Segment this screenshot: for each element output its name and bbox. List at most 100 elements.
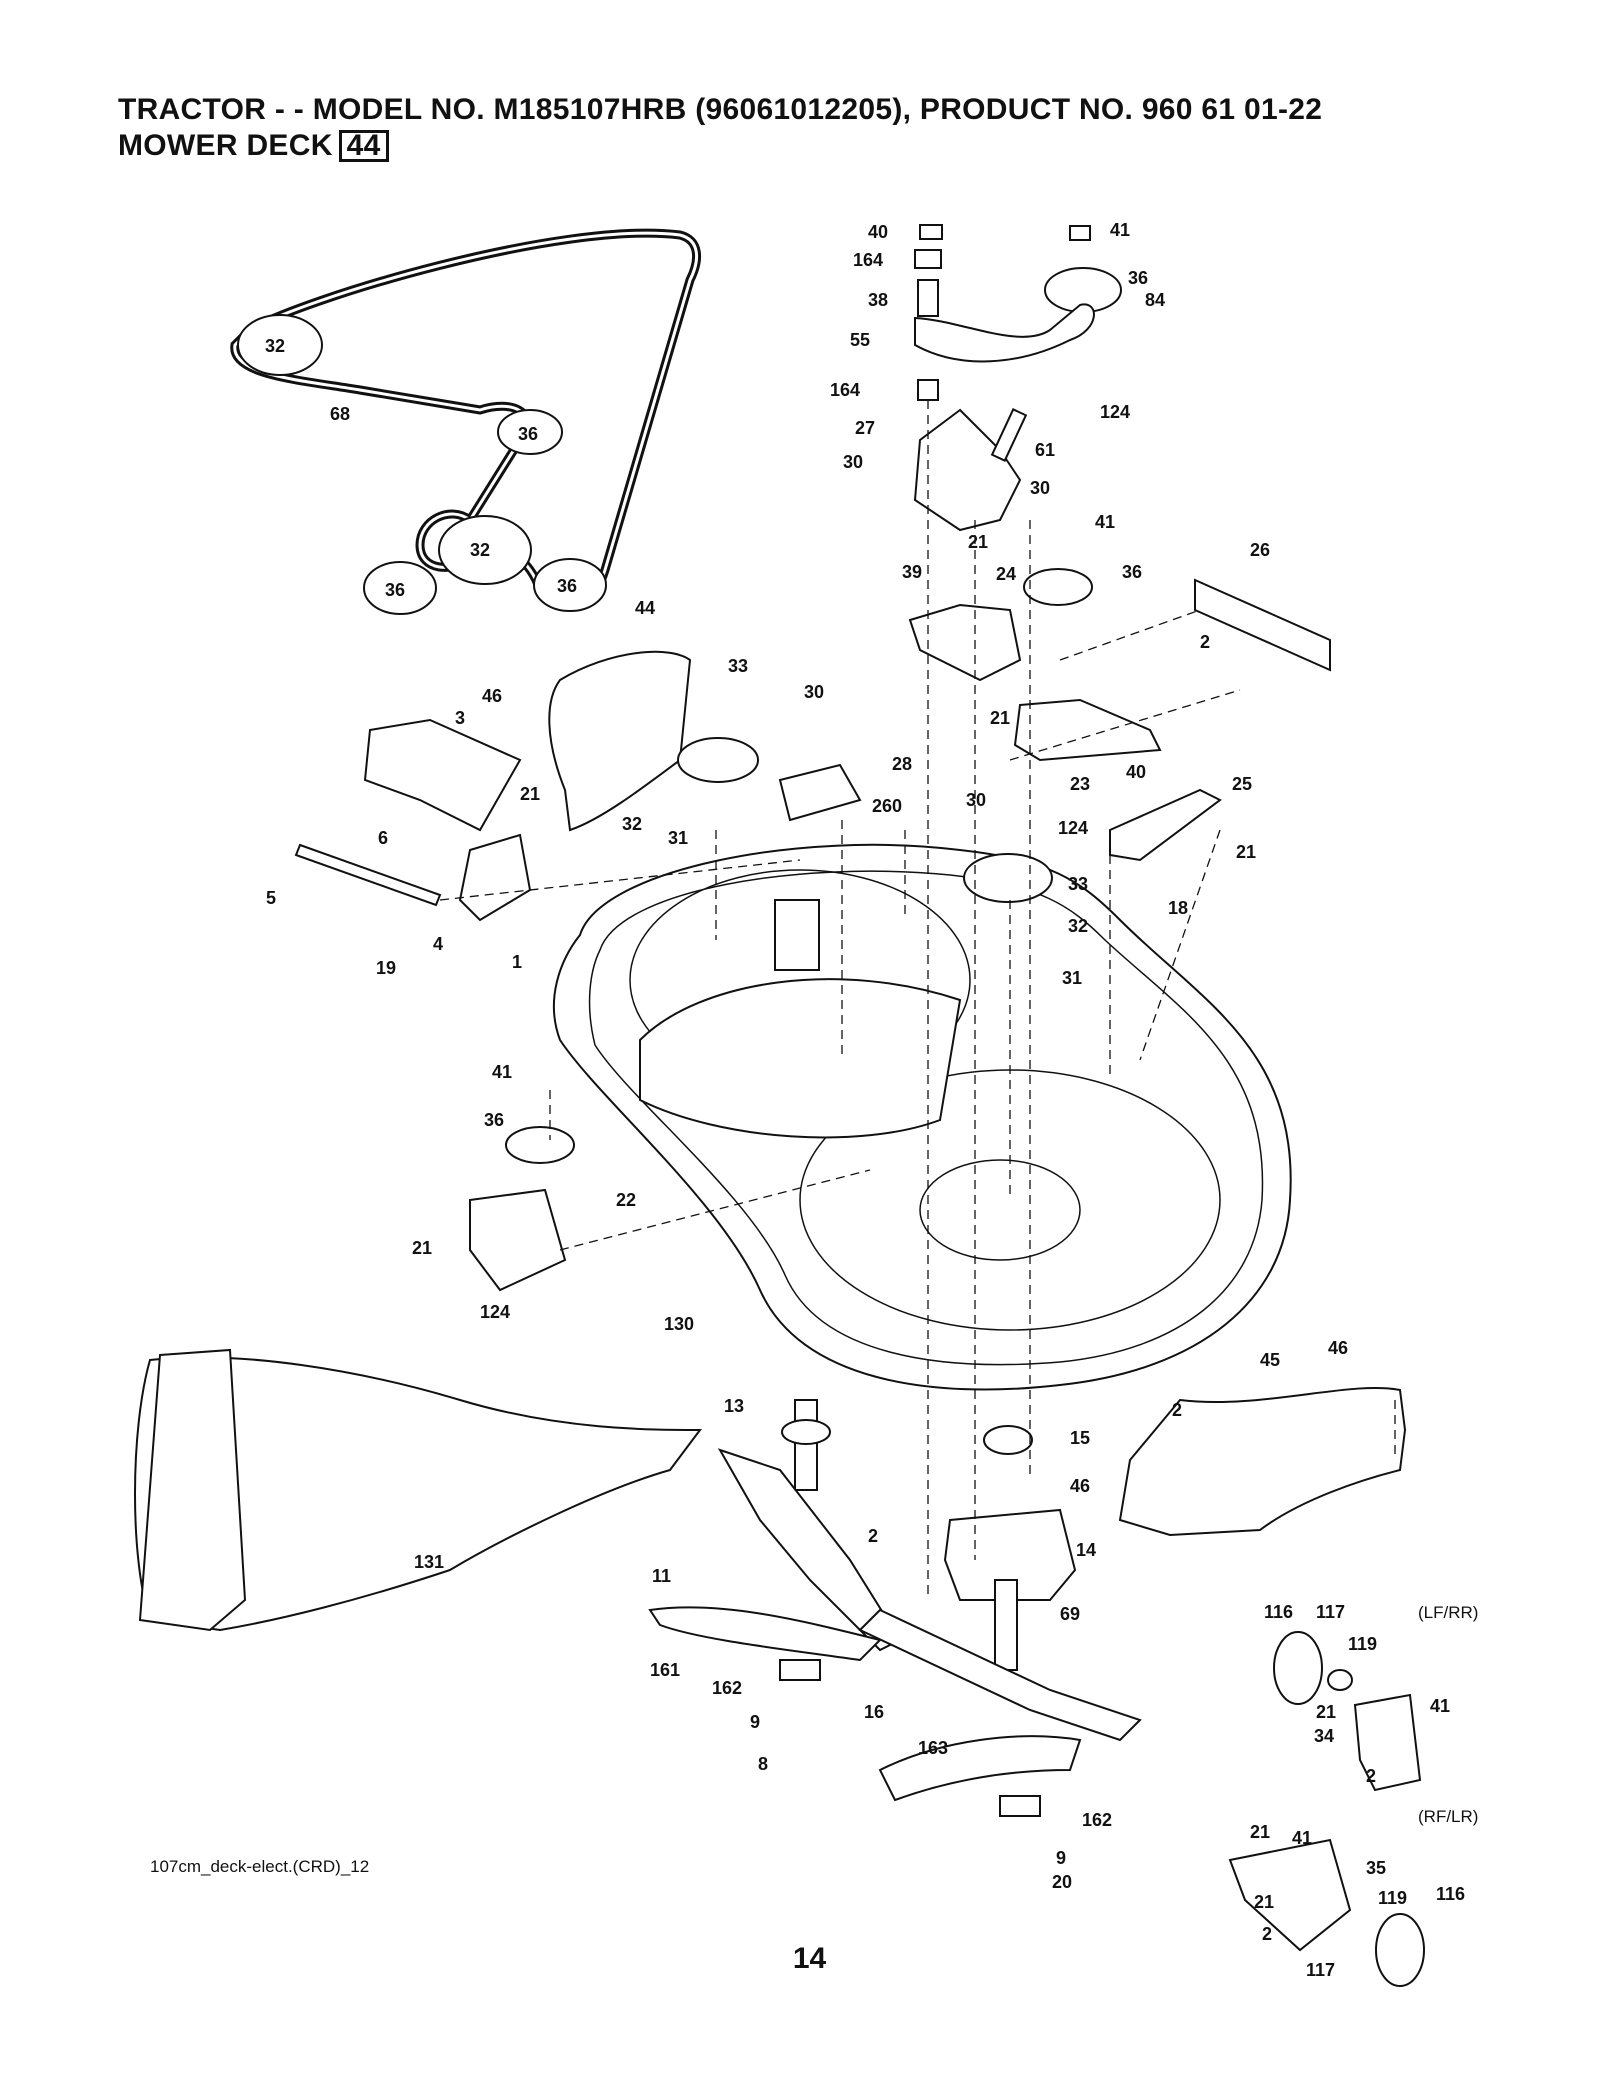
pulley-32-right — [963, 853, 1053, 903]
callout: 260 — [872, 796, 902, 816]
callout: 5 — [266, 888, 276, 908]
callout: 36 — [1128, 268, 1148, 288]
callout: 21 — [968, 532, 988, 552]
bracket-4 — [458, 833, 532, 922]
callout: 34 — [1314, 1726, 1334, 1746]
callout: 32 — [1068, 916, 1088, 936]
wheel-position-lower: (RF/LR) — [1418, 1807, 1478, 1826]
callout: 117 — [1316, 1602, 1345, 1622]
callout: 30 — [843, 452, 863, 472]
callout: 41 — [1292, 1828, 1312, 1848]
wheel-position-upper: (LF/RR) — [1418, 1603, 1478, 1622]
callout: 68 — [330, 404, 350, 424]
callout: 28 — [892, 754, 912, 774]
callout: 14 — [1076, 1540, 1096, 1560]
callout: 9 — [1056, 1848, 1066, 1868]
washer-162-right — [999, 1795, 1041, 1817]
page-header: TRACTOR - - MODEL NO. M185107HRB (960610… — [118, 92, 1322, 164]
callout: 3 — [455, 708, 465, 728]
spacer-38 — [917, 279, 939, 317]
callout: 30 — [1030, 478, 1050, 498]
callout: 36 — [557, 576, 577, 596]
callout: 163 — [918, 1738, 948, 1758]
blade-161 — [648, 1606, 882, 1662]
bracket-22 — [469, 1188, 567, 1292]
callout: 33 — [1068, 874, 1088, 894]
bracket-24 — [908, 603, 1022, 682]
callout: 31 — [1062, 968, 1082, 988]
callout: 23 — [1070, 774, 1090, 794]
callout: 24 — [996, 564, 1016, 584]
header-title-line: TRACTOR - - MODEL NO. M185107HRB (960610… — [118, 93, 1323, 126]
callout: 9 — [750, 1712, 760, 1732]
callout: 40 — [868, 222, 888, 242]
mower-deck-housing — [552, 843, 1292, 1391]
section-number-box: 44 — [338, 130, 389, 162]
discharge-chute-131 — [134, 1348, 702, 1632]
callout: 46 — [482, 686, 502, 706]
callout: 164 — [853, 250, 883, 270]
callout: 117 — [1306, 1960, 1335, 1980]
bracket-25 — [1109, 788, 1222, 862]
callout: 36 — [518, 424, 538, 444]
callout: 26 — [1250, 540, 1270, 560]
assembly-guide-lines — [439, 400, 1396, 1600]
plate-23 — [1013, 698, 1162, 762]
callout: 44 — [635, 598, 655, 618]
callout: 2 — [868, 1526, 878, 1546]
bushing-164-lower — [917, 379, 939, 401]
callout: 33 — [728, 656, 748, 676]
spring-61 — [990, 408, 1028, 462]
page-number: 14 — [792, 1942, 827, 1975]
callout: 20 — [1052, 1872, 1072, 1892]
spindle-housing-14 — [943, 1508, 1077, 1601]
belt-pulley-36-lower-left — [363, 561, 437, 615]
bracket-26 — [1194, 578, 1331, 672]
callout: 2 — [1200, 632, 1210, 652]
section-name: MOWER DECK — [118, 129, 333, 162]
callout: 21 — [1236, 842, 1256, 862]
callout: 21 — [1254, 1892, 1274, 1912]
callout: 41 — [492, 1062, 512, 1082]
callout: 2 — [1172, 1400, 1182, 1420]
callout: 2 — [1262, 1924, 1272, 1944]
callout: 161 — [650, 1660, 680, 1680]
callout: 22 — [616, 1190, 636, 1210]
callout: 32 — [470, 540, 490, 560]
callout: 84 — [1145, 290, 1165, 310]
belt-pulley-36-upper — [497, 409, 563, 455]
deck-discharge-hood — [639, 978, 962, 1139]
belt-pulley-32-center — [438, 515, 532, 585]
callout: 124 — [1100, 402, 1130, 422]
callout: 45 — [1260, 1350, 1280, 1370]
callout: 36 — [1122, 562, 1142, 582]
belt-pulley-36-lower-right — [533, 558, 607, 612]
bearing-15 — [983, 1425, 1033, 1455]
callout-labels: 40 41 164 36 38 84 55 164 124 27 61 30 3… — [265, 220, 1478, 1980]
callout: 164 — [830, 380, 860, 400]
callout: 41 — [1110, 220, 1130, 240]
callout: 32 — [265, 336, 285, 356]
callout: 21 — [520, 784, 540, 804]
callout: 124 — [1058, 818, 1088, 838]
callout: 162 — [712, 1678, 742, 1698]
callout: 8 — [758, 1754, 768, 1774]
callout: 30 — [966, 790, 986, 810]
callout: 116 — [1436, 1884, 1465, 1904]
callout: 61 — [1035, 440, 1055, 460]
bushing-164-top — [914, 249, 942, 269]
callout: 124 — [480, 1302, 510, 1322]
callout: 21 — [1250, 1822, 1270, 1842]
blade-16 — [858, 1608, 1142, 1742]
callout: 119 — [1378, 1888, 1407, 1908]
callout: 116 — [1264, 1602, 1293, 1622]
rod-6 — [294, 843, 442, 907]
gauge-wheel-upper — [1273, 1631, 1422, 1792]
callout: 21 — [1316, 1702, 1336, 1722]
callout: 4 — [433, 934, 443, 954]
deflector-shield-45 — [1118, 1386, 1407, 1537]
callout: 27 — [855, 418, 875, 438]
callout: 39 — [902, 562, 922, 582]
spindle-13-bearing — [781, 1419, 831, 1445]
